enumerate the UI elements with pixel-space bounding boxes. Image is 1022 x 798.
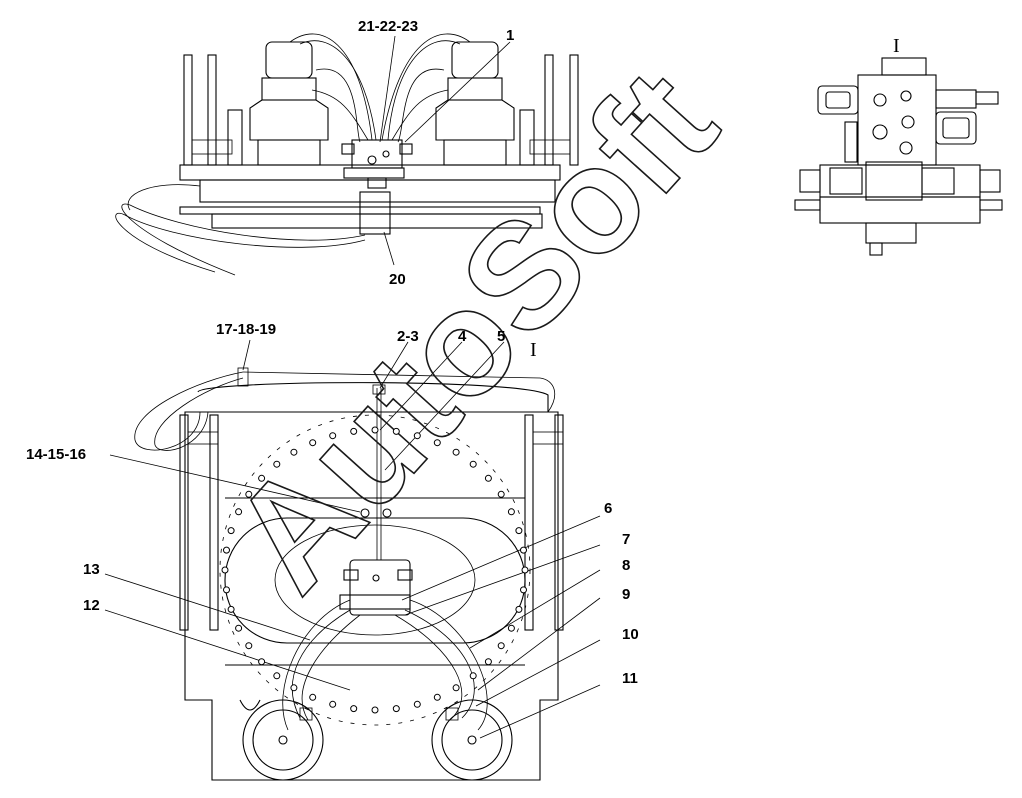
callout-7: 7 [622, 531, 630, 548]
callout-13: 13 [83, 561, 100, 578]
bolt-hole [371, 426, 379, 434]
callout-17-18-19: 17-18-19 [216, 321, 276, 338]
bolt-hole [273, 460, 281, 468]
callout-10: 10 [622, 626, 639, 643]
bolt-hole [469, 672, 477, 680]
hydraulic-valve-block-icon [341, 139, 413, 189]
bolt-hole [235, 624, 243, 632]
bolt-hole [413, 700, 421, 708]
bolt-hole [290, 684, 298, 692]
bolt-hole [520, 546, 527, 554]
callout-labels: I I 21-22-23 1 20 17-18-19 2-3 4 5 14-15… [26, 18, 900, 687]
bolt-hole [497, 642, 505, 650]
callout-4: 4 [458, 328, 467, 345]
hydraulic-motor-icon [249, 41, 329, 166]
bolt-hole [392, 427, 400, 435]
bolt-hole [309, 693, 317, 701]
callout-6: 6 [604, 500, 612, 517]
watermark-text: AutoSoft [199, 39, 747, 622]
bolt-hole [350, 705, 358, 713]
right-track-motor-icon [431, 699, 513, 781]
bolt-hole [452, 448, 460, 456]
bolt-hole [520, 586, 527, 594]
bolt-hole [329, 700, 337, 708]
bolt-hole [497, 490, 505, 498]
callout-2-3: 2-3 [397, 328, 419, 345]
bolt-hole [290, 448, 298, 456]
callout-1: 1 [506, 27, 514, 44]
bolt-hole [507, 508, 515, 516]
bolt-hole [309, 439, 317, 447]
bolt-hole [221, 566, 229, 574]
callout-11: 11 [622, 670, 638, 687]
solenoid-valve-icon [935, 111, 977, 145]
bolt-hole [433, 439, 441, 447]
bolt-hole [452, 684, 460, 692]
bolt-hole [484, 658, 492, 666]
bolt-hole [258, 658, 266, 666]
bolt-hole [484, 474, 492, 482]
callout-12: 12 [83, 597, 100, 614]
top-elevation-view [115, 33, 579, 276]
bolt-hole [273, 672, 281, 680]
bolt-hole [433, 693, 441, 701]
bolt-hole [227, 605, 235, 613]
callout-14-15-16: 14-15-16 [26, 446, 86, 463]
bolt-hole [227, 527, 235, 535]
callout-20: 20 [389, 271, 406, 288]
callout-21-22-23: 21-22-23 [358, 18, 418, 35]
detail-view-marker: I [893, 35, 900, 57]
callout-9: 9 [622, 586, 630, 603]
bolt-hole [521, 566, 529, 574]
bolt-hole [515, 527, 523, 535]
central-valve-block-icon [339, 559, 413, 616]
bottom-plan-view [134, 367, 564, 781]
bolt-hole [245, 490, 253, 498]
bolt-hole [392, 705, 400, 713]
callout-8: 8 [622, 557, 630, 574]
bolt-hole [413, 432, 421, 440]
bolt-hole [223, 586, 230, 594]
section-marker: I [530, 339, 537, 361]
callout-5: 5 [497, 328, 505, 345]
detail-view-i [794, 57, 1003, 256]
bolt-hole [350, 427, 358, 435]
bolt-hole [329, 432, 337, 440]
solenoid-valve-icon [817, 85, 859, 115]
bolt-hole [371, 706, 379, 714]
bolt-hole-pattern [221, 426, 529, 714]
bolt-hole [258, 474, 266, 482]
bolt-hole [507, 624, 515, 632]
bolt-hole [469, 460, 477, 468]
bolt-hole [515, 605, 523, 613]
bolt-hole [235, 508, 243, 516]
leader-lines [104, 35, 601, 739]
bolt-hole [223, 546, 230, 554]
hydraulic-motor-icon [435, 41, 515, 166]
bolt-hole [245, 642, 253, 650]
